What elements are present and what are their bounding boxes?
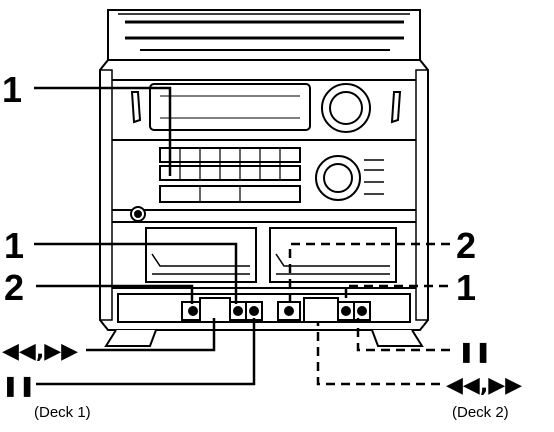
deck2-controls (277, 297, 371, 323)
deck2-caption: (Deck 2) (452, 404, 509, 421)
rewind-ff-symbol-deck1: ◀◀,▶▶ (2, 339, 78, 364)
deck1-caption: (Deck 1) (34, 404, 91, 421)
pause-symbol-deck2: ❚❚ (458, 339, 492, 363)
deck2-pause-button[interactable] (357, 306, 367, 316)
pause-symbol-deck1: ❚❚ (2, 373, 36, 397)
callout-1-deck2: 1 (456, 267, 476, 308)
deck2-play-button[interactable] (284, 306, 294, 316)
callout-2-deck1: 2 (4, 267, 24, 308)
deck2-stop-button[interactable] (341, 306, 351, 316)
right-leader-lines (288, 242, 450, 386)
callout-1-top: 1 (2, 69, 22, 110)
deck1-stop-button[interactable] (233, 306, 243, 316)
callout-2-deck2: 2 (456, 225, 476, 266)
deck1-play-button[interactable] (188, 306, 198, 316)
callout-1-deck1: 1 (4, 225, 24, 266)
deck1-controls (181, 297, 263, 323)
deck1-pause-button[interactable] (249, 306, 259, 316)
rewind-ff-symbol-deck2: ◀◀,▶▶ (446, 373, 522, 398)
left-leader-lines (34, 86, 256, 386)
stereo-unit (99, 9, 429, 347)
